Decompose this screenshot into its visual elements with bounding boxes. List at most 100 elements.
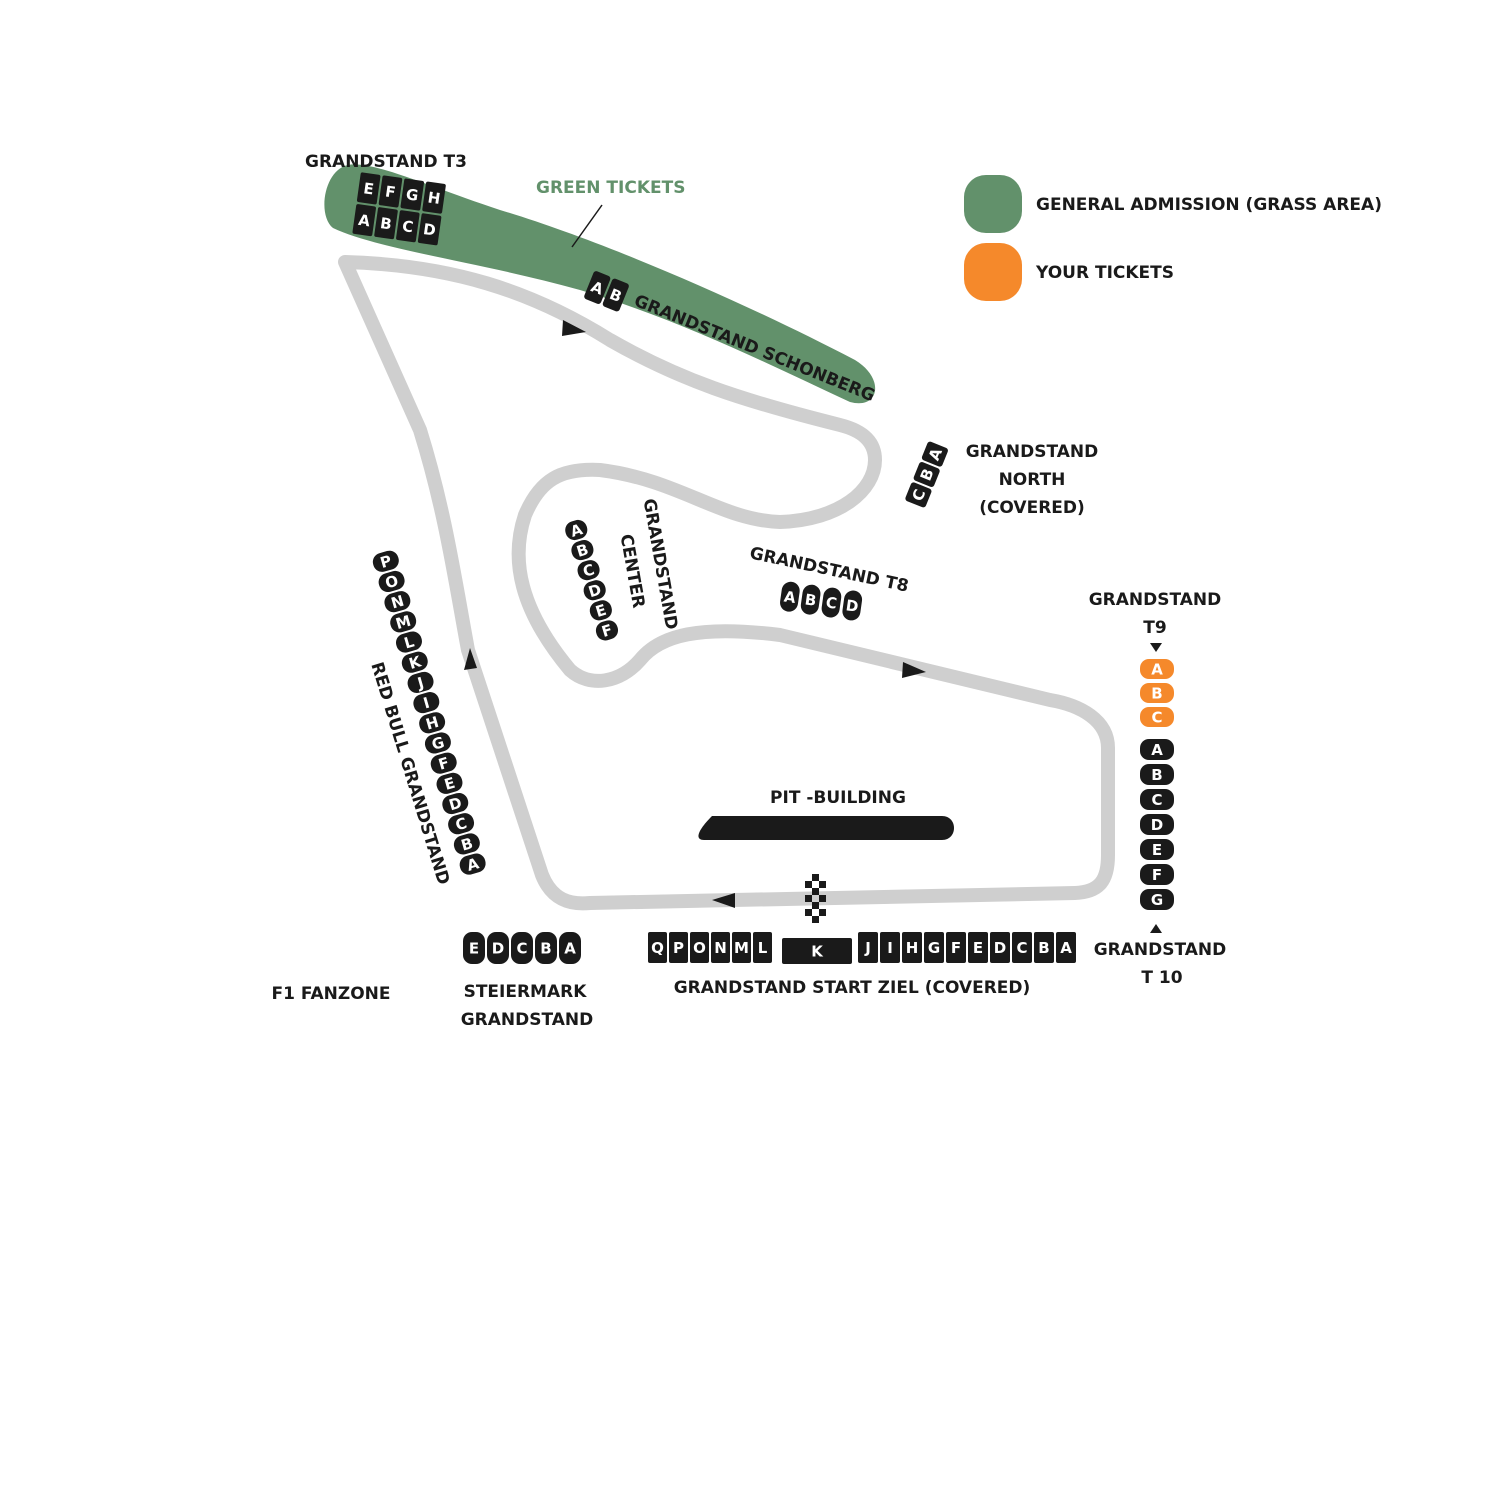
t3-top-section-g-block[interactable] xyxy=(400,178,425,211)
t3-top-section-e[interactable]: E xyxy=(356,172,381,205)
t10-section-b[interactable]: B xyxy=(1140,764,1174,785)
t9-section-b[interactable]: B xyxy=(1140,683,1174,703)
red-bull-section-a[interactable]: A xyxy=(458,851,488,876)
center-section-e-block[interactable] xyxy=(588,598,615,623)
t10-section-e-block[interactable] xyxy=(1140,839,1174,860)
red-bull-section-p[interactable]: P xyxy=(371,549,401,574)
t10-section-a[interactable]: A xyxy=(1140,739,1174,760)
start-ziel-middle-section-k-block[interactable] xyxy=(782,938,852,964)
red-bull-section-d[interactable]: D xyxy=(440,791,470,816)
red-bull-section-a-block[interactable] xyxy=(458,851,488,876)
center-section-c[interactable]: C xyxy=(575,558,602,583)
start-ziel-right-section-f-block[interactable] xyxy=(946,932,966,963)
schonberg-section-a-block[interactable] xyxy=(583,270,611,305)
red-bull-section-c[interactable]: C xyxy=(446,811,476,836)
red-bull-section-f-block[interactable] xyxy=(429,750,459,775)
t10-section-b-block[interactable] xyxy=(1140,764,1174,785)
t3-bottom-section-c-block[interactable] xyxy=(396,210,420,243)
t3-bottom-section-c[interactable]: C xyxy=(396,210,420,243)
start-ziel-right-section-e[interactable]: E xyxy=(968,932,988,963)
t3-top-section-g[interactable]: G xyxy=(400,178,425,211)
pit-building[interactable] xyxy=(698,816,954,840)
steiermark-section-d[interactable]: D xyxy=(487,932,509,964)
t8-section-a-block[interactable] xyxy=(779,581,801,613)
grandstand-t9-sections[interactable]: ABC xyxy=(1140,659,1174,727)
red-bull-section-k-block[interactable] xyxy=(400,650,430,675)
t9-section-a[interactable]: A xyxy=(1140,659,1174,679)
schonberg-section-b-block[interactable] xyxy=(602,278,630,313)
red-bull-section-j[interactable]: J xyxy=(405,670,435,695)
red-bull-section-e-block[interactable] xyxy=(434,771,464,796)
center-section-a[interactable]: A xyxy=(563,518,590,543)
t3-bottom-section-a[interactable]: A xyxy=(352,204,376,237)
red-bull-section-i-block[interactable] xyxy=(411,690,441,715)
start-ziel-right-section-j-block[interactable] xyxy=(858,932,878,963)
start-ziel-left-section-p-block[interactable] xyxy=(669,932,688,963)
center-section-b-block[interactable] xyxy=(569,538,596,563)
red-bull-section-b-block[interactable] xyxy=(452,831,482,856)
start-ziel-right-section-a[interactable]: A xyxy=(1056,932,1076,963)
t8-section-d[interactable]: D xyxy=(841,589,863,621)
t10-section-d[interactable]: D xyxy=(1140,814,1174,835)
red-bull-section-h-block[interactable] xyxy=(417,710,447,735)
center-section-c-block[interactable] xyxy=(575,558,602,583)
steiermark-section-a[interactable]: A xyxy=(559,932,581,964)
t9-section-c-block[interactable] xyxy=(1140,707,1174,727)
t3-bottom-section-d-block[interactable] xyxy=(417,213,442,246)
start-ziel-right-section-c-block[interactable] xyxy=(1012,932,1032,963)
start-ziel-left-section-p[interactable]: P xyxy=(669,932,688,963)
t9-section-c[interactable]: C xyxy=(1140,707,1174,727)
schonberg-section-b[interactable]: B xyxy=(602,278,630,313)
steiermark-section-d-block[interactable] xyxy=(487,932,509,964)
steiermark-section-c-block[interactable] xyxy=(511,932,533,964)
red-bull-section-h[interactable]: H xyxy=(417,710,447,735)
steiermark-section-a-block[interactable] xyxy=(559,932,581,964)
start-ziel-right-section-e-block[interactable] xyxy=(968,932,988,963)
t10-section-d-block[interactable] xyxy=(1140,814,1174,835)
start-ziel-left-section-n[interactable]: N xyxy=(711,932,730,963)
north-section-a-block[interactable] xyxy=(921,441,949,468)
center-section-d[interactable]: D xyxy=(581,578,608,603)
t8-section-c-block[interactable] xyxy=(820,586,842,618)
t10-section-a-block[interactable] xyxy=(1140,739,1174,760)
t10-section-f-block[interactable] xyxy=(1140,864,1174,885)
t3-bottom-section-b-block[interactable] xyxy=(374,207,398,240)
red-bull-section-m-block[interactable] xyxy=(388,609,418,634)
red-bull-section-e[interactable]: E xyxy=(434,771,464,796)
red-bull-section-j-block[interactable] xyxy=(405,670,435,695)
t3-top-section-h-block[interactable] xyxy=(422,181,446,214)
red-bull-section-g-block[interactable] xyxy=(423,730,453,755)
t10-section-e[interactable]: E xyxy=(1140,839,1174,860)
red-bull-section-l-block[interactable] xyxy=(394,629,424,654)
t10-section-f[interactable]: F xyxy=(1140,864,1174,885)
steiermark-section-b-block[interactable] xyxy=(535,932,557,964)
start-ziel-left-section-q[interactable]: Q xyxy=(648,932,667,963)
start-ziel-right-section-a-block[interactable] xyxy=(1056,932,1076,963)
start-ziel-left-section-o-block[interactable] xyxy=(690,932,709,963)
red-bull-section-o-block[interactable] xyxy=(376,569,406,594)
center-section-e[interactable]: E xyxy=(588,598,615,623)
grandstand-north-sections[interactable]: CBA xyxy=(904,441,948,509)
t3-top-section-h[interactable]: H xyxy=(422,181,446,214)
north-section-b[interactable]: B xyxy=(913,461,941,488)
red-bull-section-g[interactable]: G xyxy=(423,730,453,755)
north-section-c-block[interactable] xyxy=(904,482,932,509)
start-ziel-right-section-i-block[interactable] xyxy=(880,932,900,963)
t3-bottom-section-d[interactable]: D xyxy=(417,213,442,246)
red-bull-section-b[interactable]: B xyxy=(452,831,482,856)
red-bull-section-m[interactable]: M xyxy=(388,609,418,634)
red-bull-section-p-block[interactable] xyxy=(371,549,401,574)
start-ziel-right-section-d[interactable]: D xyxy=(990,932,1010,963)
start-ziel-right-section-h[interactable]: H xyxy=(902,932,922,963)
center-section-b[interactable]: B xyxy=(569,538,596,563)
red-bull-section-i[interactable]: I xyxy=(411,690,441,715)
center-section-f[interactable]: F xyxy=(594,618,621,643)
t3-bottom-section-b[interactable]: B xyxy=(374,207,398,240)
start-ziel-right-section-j[interactable]: J xyxy=(858,932,878,963)
t10-section-c[interactable]: C xyxy=(1140,789,1174,810)
